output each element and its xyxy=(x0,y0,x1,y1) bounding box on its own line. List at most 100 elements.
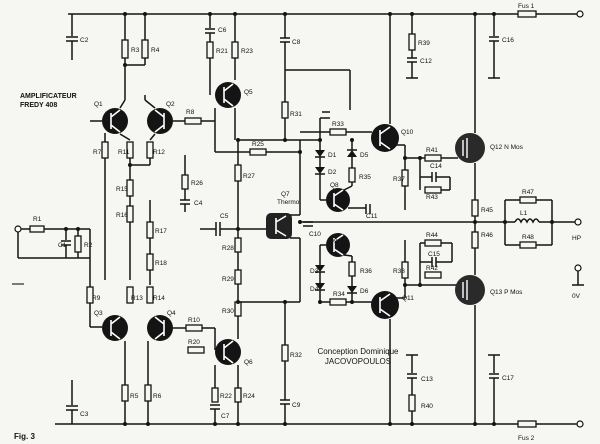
l1-label: L1 xyxy=(520,210,528,217)
q13-label: Q13 P Mos xyxy=(490,289,523,296)
r37-label: R37 xyxy=(393,176,405,183)
q7-thermo xyxy=(266,213,292,239)
r47-label: R47 xyxy=(522,189,534,196)
junction-dots xyxy=(64,12,554,426)
r7 xyxy=(101,141,109,159)
design-credit: Conception Dominique JACOVOPOULOS xyxy=(298,347,418,367)
r21-label: R21 xyxy=(216,48,228,55)
r39-label: R39 xyxy=(418,40,430,47)
r45-label: R45 xyxy=(481,207,493,214)
q1 xyxy=(102,108,128,134)
fuse-1 xyxy=(517,10,537,18)
c7-label: C7 xyxy=(221,413,230,420)
q6 xyxy=(215,339,241,365)
r5-label: R5 xyxy=(130,393,139,400)
c9-label: C9 xyxy=(292,402,301,409)
q4-label: Q4 xyxy=(167,310,176,317)
r12-label: R12 xyxy=(153,149,165,156)
r21 xyxy=(206,41,214,59)
c4-label: C4 xyxy=(194,200,203,207)
q6-label: Q6 xyxy=(244,359,253,366)
r24-label: R24 xyxy=(243,393,255,400)
d6-label: D6 xyxy=(360,288,369,295)
q12-label: Q12 N Mos xyxy=(490,144,524,151)
r42 xyxy=(424,271,442,279)
r13-label: R13 xyxy=(131,295,143,302)
c17-label: C17 xyxy=(502,375,514,382)
r3 xyxy=(121,39,129,59)
r24 xyxy=(234,387,242,403)
d5-label: D5 xyxy=(360,152,369,159)
r8-label: R8 xyxy=(186,109,195,116)
r5 xyxy=(121,384,129,402)
ground-terminal xyxy=(574,264,582,272)
c5-label: C5 xyxy=(220,213,229,220)
r1-label: R1 xyxy=(33,216,42,223)
r45 xyxy=(471,199,479,217)
r23-label: R23 xyxy=(241,48,253,55)
r7-label: R7 xyxy=(93,149,102,156)
r28-label: R28 xyxy=(222,245,234,252)
q11 xyxy=(371,291,399,319)
r40-label: R40 xyxy=(421,403,433,410)
q12-n-mosfet xyxy=(455,133,485,163)
q3-label: Q3 xyxy=(94,310,103,317)
r14 xyxy=(146,286,154,304)
c3-label: C3 xyxy=(80,411,89,418)
r8 xyxy=(184,117,202,125)
input-terminal xyxy=(14,225,22,233)
r22-label: R22 xyxy=(220,393,232,400)
hp-label: HP xyxy=(572,235,581,242)
r28 xyxy=(234,237,242,253)
r46-label: R46 xyxy=(481,232,493,239)
c10-label: C10 xyxy=(309,231,321,238)
q2 xyxy=(147,108,173,134)
ground-label: 0V xyxy=(572,293,581,300)
r13 xyxy=(126,286,134,304)
r43-label: R43 xyxy=(426,194,438,201)
q9-label: Q9 xyxy=(329,238,338,245)
r36 xyxy=(348,261,356,277)
r47 xyxy=(519,196,537,204)
r35 xyxy=(348,167,356,183)
figure-label: Fig. 3 xyxy=(14,432,35,441)
c6-label: C6 xyxy=(218,27,227,34)
r33-label: R33 xyxy=(332,121,344,128)
c16-label: C16 xyxy=(502,37,514,44)
r20-label: R20 xyxy=(188,339,200,346)
q7-label: Q7 xyxy=(281,191,290,198)
c13-label: C13 xyxy=(421,376,433,383)
d2 xyxy=(315,167,325,174)
r41-label: R41 xyxy=(426,147,438,154)
r32 xyxy=(281,344,289,362)
d1-label: D1 xyxy=(328,152,337,159)
d6 xyxy=(347,286,357,293)
r27 xyxy=(234,164,242,182)
l1 xyxy=(514,218,540,224)
c14-label: C14 xyxy=(430,163,442,170)
r3-label: R3 xyxy=(131,47,140,54)
fuse-2-label: Fus 2 xyxy=(518,435,535,442)
r2 xyxy=(74,235,82,253)
q4 xyxy=(147,315,173,341)
r34-label: R34 xyxy=(333,291,345,298)
fuse-1-label: Fus 1 xyxy=(518,3,535,10)
q7-note: Thermo xyxy=(277,199,300,206)
r18-label: R18 xyxy=(155,260,167,267)
q10-label: Q10 xyxy=(401,129,414,136)
r23 xyxy=(231,41,239,59)
r44 xyxy=(424,239,442,247)
d4-label: D4 xyxy=(310,286,319,293)
r29-label: R29 xyxy=(222,276,234,283)
q8-label: Q8 xyxy=(330,182,339,189)
r30-label: R30 xyxy=(222,308,234,315)
q5-label: Q5 xyxy=(244,89,253,96)
r9-label: R9 xyxy=(92,295,101,302)
r30 xyxy=(234,301,242,317)
c11-label: C11 xyxy=(366,213,378,220)
r17-label: R17 xyxy=(155,228,167,235)
credit-line-2: JACOVOPOULOS xyxy=(324,357,392,366)
r16-label: R16 xyxy=(116,212,128,219)
negative-supply-terminal xyxy=(576,420,584,428)
d3-label: D3 xyxy=(310,268,319,275)
